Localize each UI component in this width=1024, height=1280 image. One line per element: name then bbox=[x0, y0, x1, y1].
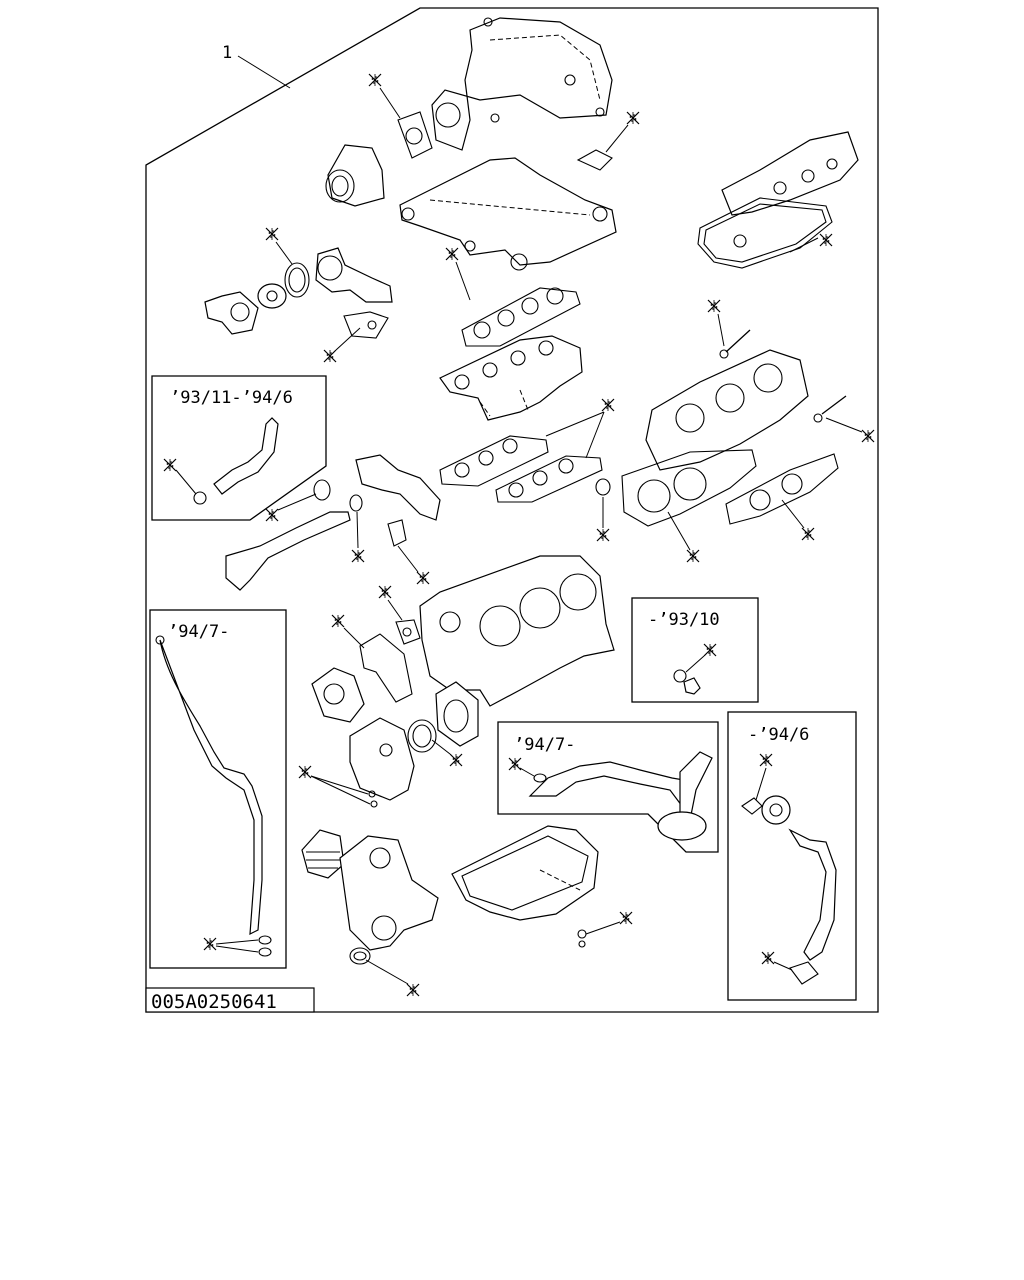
crankshaft-rear-seal bbox=[407, 719, 463, 767]
water-outlet-gasket bbox=[387, 519, 430, 585]
water-inlet bbox=[204, 291, 259, 335]
valve-cover-gasket-right bbox=[697, 197, 833, 269]
water-pipe bbox=[225, 479, 351, 591]
inset-label-oil-pickup: ’94/7- bbox=[514, 735, 575, 755]
head-bolt bbox=[707, 299, 751, 359]
figure-code-box bbox=[145, 987, 315, 1013]
cylinder-head-right bbox=[645, 349, 809, 471]
callout-leader bbox=[237, 55, 291, 89]
cylinder-head-gasket-left bbox=[621, 449, 757, 563]
oil-pump bbox=[349, 717, 415, 801]
water-pump-gasket bbox=[331, 614, 413, 703]
oil-drain-plug-gasket bbox=[577, 911, 633, 948]
oil-pump-small-gaskets bbox=[298, 765, 378, 808]
callout-number: 1 bbox=[222, 43, 232, 63]
inset-label-93-11-94-6: ’93/11-’94/6 bbox=[170, 388, 293, 408]
inset-93-10: -’93/10 bbox=[631, 597, 759, 703]
thermostat bbox=[257, 283, 287, 309]
lower-intake-manifold bbox=[399, 157, 617, 271]
inset-label-93-10: -’93/10 bbox=[648, 610, 720, 630]
head-bolt-right bbox=[813, 395, 875, 443]
inset-dipstick-94-7: ’94/7- bbox=[149, 609, 287, 969]
timing-cover-gasket bbox=[378, 585, 421, 645]
kit-frame bbox=[145, 7, 879, 1013]
cylinder-block bbox=[419, 555, 615, 707]
inset-93-11-94-6: ’93/11-’94/6 bbox=[151, 375, 327, 521]
rear-oil-seal-retainer bbox=[435, 681, 479, 747]
intake-manifold-gaskets-lower bbox=[439, 398, 615, 503]
inset-egr-94-6: -’94/6 bbox=[727, 711, 857, 1001]
plenum-cover-gasket bbox=[576, 111, 640, 171]
inset-oil-pickup-94-7: ’94/7- bbox=[497, 721, 719, 853]
inset-label-dipstick: ’94/7- bbox=[168, 622, 229, 642]
upper-intake-plenum bbox=[431, 17, 613, 151]
intake-manifold-gasket-upper bbox=[445, 247, 581, 347]
throttle-body-gasket bbox=[368, 73, 433, 159]
timing-belt-cover bbox=[339, 835, 439, 951]
water-bypass-gasket bbox=[323, 311, 389, 363]
inset-label-egr: -’94/6 bbox=[748, 725, 809, 745]
figure-code: 005A0250641 bbox=[151, 991, 277, 1013]
oil-pan bbox=[451, 825, 599, 921]
camshaft-seal bbox=[595, 478, 611, 542]
oil-filter bbox=[301, 829, 345, 879]
throttle-body bbox=[325, 144, 385, 207]
water-outlet-pipe bbox=[349, 454, 441, 563]
crankshaft-front-seal bbox=[349, 947, 420, 997]
thermostat-gasket bbox=[265, 227, 310, 298]
intake-manifold-lower bbox=[439, 335, 583, 421]
valve-cover-right bbox=[721, 131, 859, 216]
water-outlet-assembly bbox=[315, 247, 393, 303]
water-pump bbox=[311, 667, 365, 723]
cylinder-head-gasket-right bbox=[725, 453, 839, 541]
